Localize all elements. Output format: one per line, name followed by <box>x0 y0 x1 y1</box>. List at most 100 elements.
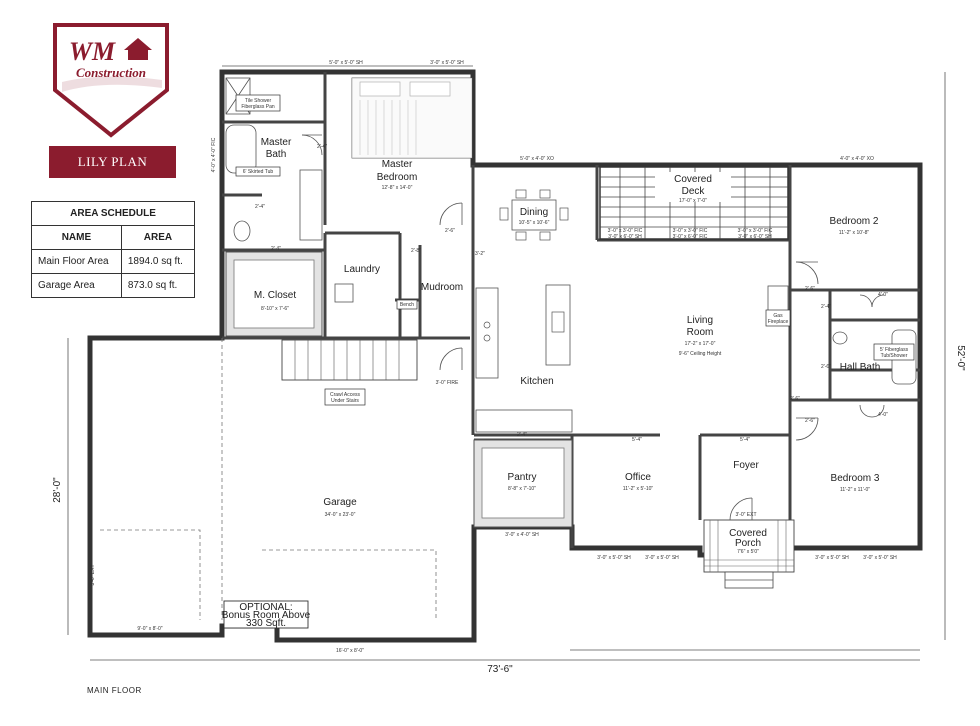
room-size: 11'-2" x 10'-8" <box>839 230 870 236</box>
dimension-label: 3'-0" x 4'-0" SH <box>505 532 539 538</box>
room-size: 17'-2" x 17'-0" <box>685 341 716 347</box>
callout-crawl-access: Under Stairs <box>331 398 359 404</box>
room-size: 11'-2" x 11'-0" <box>840 487 870 493</box>
dimension-label: 9'-0" x 8'-0" <box>137 626 162 632</box>
room-label-living-room: Room <box>687 327 714 338</box>
dimension-label: 2'-4" <box>821 304 831 310</box>
dimension-label: 4'-0" <box>878 292 888 298</box>
dimension-label: 3'-0" EXT <box>90 564 96 585</box>
dimension-label: 2'-6" <box>790 396 800 402</box>
area-row-value: 873.0 sq ft. <box>120 273 196 298</box>
wm-construction-logo: WM Construction <box>53 23 169 138</box>
dimension-label: 2'-6" <box>445 228 455 234</box>
room-label-covered-porch: Covered <box>729 528 767 539</box>
room-label-dining: Dining <box>520 207 548 218</box>
plan-name-banner: LILY PLAN <box>49 146 176 178</box>
room-label-master-bedroom: Bedroom <box>377 172 418 183</box>
dimension-label: 3'-0" x 5'-0" SH <box>430 60 464 66</box>
area-schedule-table: AREA SCHEDULE NAME AREA Main Floor Area … <box>31 201 196 298</box>
area-row-name: Garage Area <box>31 273 122 298</box>
room-size: 17'-0" x 7'-0" <box>679 198 707 204</box>
dimension-label: 3'-0" x 3'-0" FIC <box>738 228 773 234</box>
callout-tile-shower: Fiberglass Pan <box>241 104 275 110</box>
callout-tile-shower: Tile Shower <box>245 98 272 104</box>
logo-wm-text: WM <box>69 37 116 66</box>
dimension-label: 5'-4" <box>740 437 750 443</box>
room-note: 9'-6" Ceiling Height <box>679 351 722 357</box>
dimension-label: 5'-4" <box>632 437 642 443</box>
dimension-label: 2'-4" <box>517 432 527 438</box>
dimension-label: 4'-0" x 4'-0" XO <box>840 156 874 162</box>
room-label-foyer: Foyer <box>733 460 759 471</box>
room-label-pantry: Pantry <box>508 472 537 483</box>
room-label-mudroom: Mudroom <box>421 282 463 293</box>
dimension-label: 3'-0" x 5'-0" SH <box>645 555 679 561</box>
main-floor-label: MAIN FLOOR <box>87 686 142 695</box>
dimension-label: 5'-0" x 5'-0" SH <box>329 60 363 66</box>
room-label-garage: Garage <box>323 497 357 508</box>
dimension-label: 2'-6" <box>805 286 815 292</box>
room-label-covered-porch: Porch <box>735 538 761 549</box>
dimension-label: 3'-0" x 6'-0" SH <box>608 234 642 240</box>
area-schedule-title: AREA SCHEDULE <box>31 201 195 226</box>
table-row: Main Floor Area 1894.0 sq ft. <box>31 249 196 274</box>
dimension-label: 3'-0" x 5'-0" SH <box>815 555 849 561</box>
room-label-covered-deck: Covered <box>674 174 712 185</box>
dimension-label: 5'-0" x 4'-0" XO <box>520 156 554 162</box>
callout-skirted-tub: 6' Skirted Tub <box>243 169 274 175</box>
callout-optional: OPTIONAL: <box>239 602 292 613</box>
dimension-label: 3'-0" x 5'-0" SH <box>597 555 631 561</box>
callout-optional: 330 Sqft. <box>246 618 286 629</box>
room-label-m-closet: M. Closet <box>254 290 296 301</box>
room-label-office: Office <box>625 472 651 483</box>
room-label-kitchen: Kitchen <box>520 376 553 387</box>
dimension-label: 4'-0" <box>878 412 888 418</box>
room-size: 12'-8" x 14'-0" <box>382 185 413 191</box>
area-header-name: NAME <box>31 225 122 250</box>
room-size: 34'-0" x 23'-0" <box>325 512 356 518</box>
dimension-label: 3'-0" EXT <box>735 512 756 518</box>
room-size: 11'-2" x 5'-10" <box>623 486 654 492</box>
area-row-value: 1894.0 sq ft. <box>120 249 196 274</box>
dimension-label: 3'-0" x 6'-0" SH <box>738 234 772 240</box>
room-size: 8'-8" x 7'-10" <box>508 486 536 492</box>
dimension-label: 3'-0" x 5'-0" SH <box>863 555 897 561</box>
callout-optional: Bonus Room Above <box>222 610 311 621</box>
callout-fireplace: Gas <box>773 313 783 319</box>
dimension-label: 2'-4" <box>271 246 281 252</box>
room-label-master-bath: Bath <box>266 149 287 160</box>
dimension-label: 3'-0" FIRE <box>436 380 459 386</box>
dimension-label: 2'-8" <box>411 248 421 254</box>
callout-fiberglass-tub: Tub/Shower <box>881 353 908 359</box>
dimension-label: 2'-6" <box>805 418 815 424</box>
callout-crawl-access: Crawl Access <box>330 392 361 398</box>
room-size: 8'-10" x 7'-6" <box>261 306 289 312</box>
callout-fiberglass-tub: 5' Fiberglass <box>880 347 909 353</box>
room-label-bedroom-3: Bedroom 3 <box>831 473 880 484</box>
dimension-label: 3'-0" x 6'-0" FIC <box>673 234 708 240</box>
dimension-label: 3'-2" <box>475 251 485 257</box>
logo-construction-text: Construction <box>76 65 146 80</box>
dimension-label: 2'-4" <box>255 204 265 210</box>
dimension-label: 4'-0" x 4'-0" FIC <box>211 137 217 172</box>
dimension-garage-depth: 28'-0" <box>52 477 63 503</box>
dimension-label: 3'-0" x 3'-0" FIC <box>673 228 708 234</box>
dimension-label: 2'-4" <box>317 144 327 150</box>
room-label-covered-deck: Deck <box>682 186 706 197</box>
callout-bench: Bench <box>400 302 414 308</box>
room-size: 7'6" x 5'0" <box>737 549 759 555</box>
dimension-label: 2'-6" <box>821 364 831 370</box>
room-label-hall-bath: Hall Bath <box>840 362 881 373</box>
room-label-master-bedroom: Master <box>382 159 413 170</box>
table-row: Garage Area 873.0 sq ft. <box>31 273 196 298</box>
callout-fireplace: Fireplace <box>768 319 789 325</box>
dimension-overall-depth: 52'-0" <box>955 345 966 371</box>
room-label-living-room: Living <box>687 315 713 326</box>
room-size: 10'-5" x 10'-6" <box>519 220 550 226</box>
dimension-overall-width: 73'-6" <box>487 664 513 675</box>
room-label-laundry: Laundry <box>344 264 380 275</box>
room-label-bedroom-2: Bedroom 2 <box>830 216 879 227</box>
interior-walls-right <box>471 165 920 548</box>
dimension-label: 16'-0" x 8'-0" <box>336 648 364 654</box>
